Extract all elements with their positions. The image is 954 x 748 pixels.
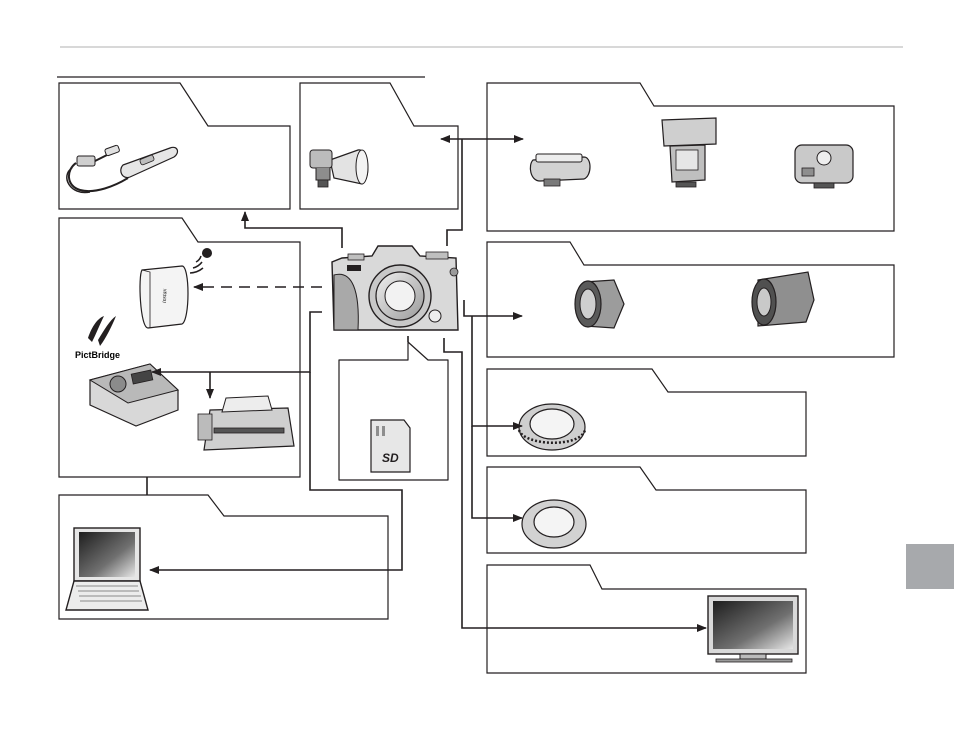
lens-icon (574, 279, 625, 329)
wifi-signal-icon (189, 248, 212, 274)
mount-adapter-ring-icon (521, 499, 587, 549)
laptop-icon (65, 527, 149, 611)
connector-hotshoe (446, 139, 463, 246)
instax-printer-icon: instax (139, 265, 189, 329)
zoom-lens-icon (751, 271, 815, 327)
connector-adapters (471, 316, 523, 430)
memory-card-box: SD (338, 341, 449, 481)
microphone-icon (309, 149, 369, 188)
mount-adapter-icon (517, 403, 587, 451)
shoe-devices-box (486, 82, 895, 232)
sd-card-label: SD (382, 451, 399, 465)
remote-release-icon (66, 144, 179, 194)
connector-lens (463, 300, 523, 320)
chapter-thumb-tab (906, 544, 954, 589)
remote-release-box (58, 82, 291, 210)
shoe-flash-small-icon (529, 153, 591, 187)
connector-pictbridge (151, 311, 322, 376)
tv-icon (707, 595, 799, 663)
camera-icon (331, 245, 459, 331)
connector-computer (149, 372, 403, 574)
pictbridge-label: PictBridge (75, 350, 120, 360)
shoe-accessory-icon (794, 144, 854, 189)
lens-adapter-box (486, 368, 807, 457)
photo-printer-icon (88, 363, 180, 427)
microphone-box (299, 82, 459, 210)
sd-card-icon: SD (370, 419, 411, 473)
connector-remote (241, 211, 343, 248)
connection-lines (146, 135, 707, 632)
connector-tv (443, 338, 707, 632)
lenses-box (486, 241, 895, 358)
flash-unit-icon (661, 117, 717, 188)
pictbridge-logo: PictBridge (75, 316, 120, 360)
printer-brand-text: instax (162, 288, 169, 303)
computer-box (58, 494, 389, 620)
tv-box (486, 564, 807, 674)
printers-box: instax PictBridge (58, 217, 301, 478)
connector-adapter2 (471, 426, 523, 522)
mount-adapter-box (486, 466, 807, 554)
inkjet-printer-icon (197, 395, 295, 451)
